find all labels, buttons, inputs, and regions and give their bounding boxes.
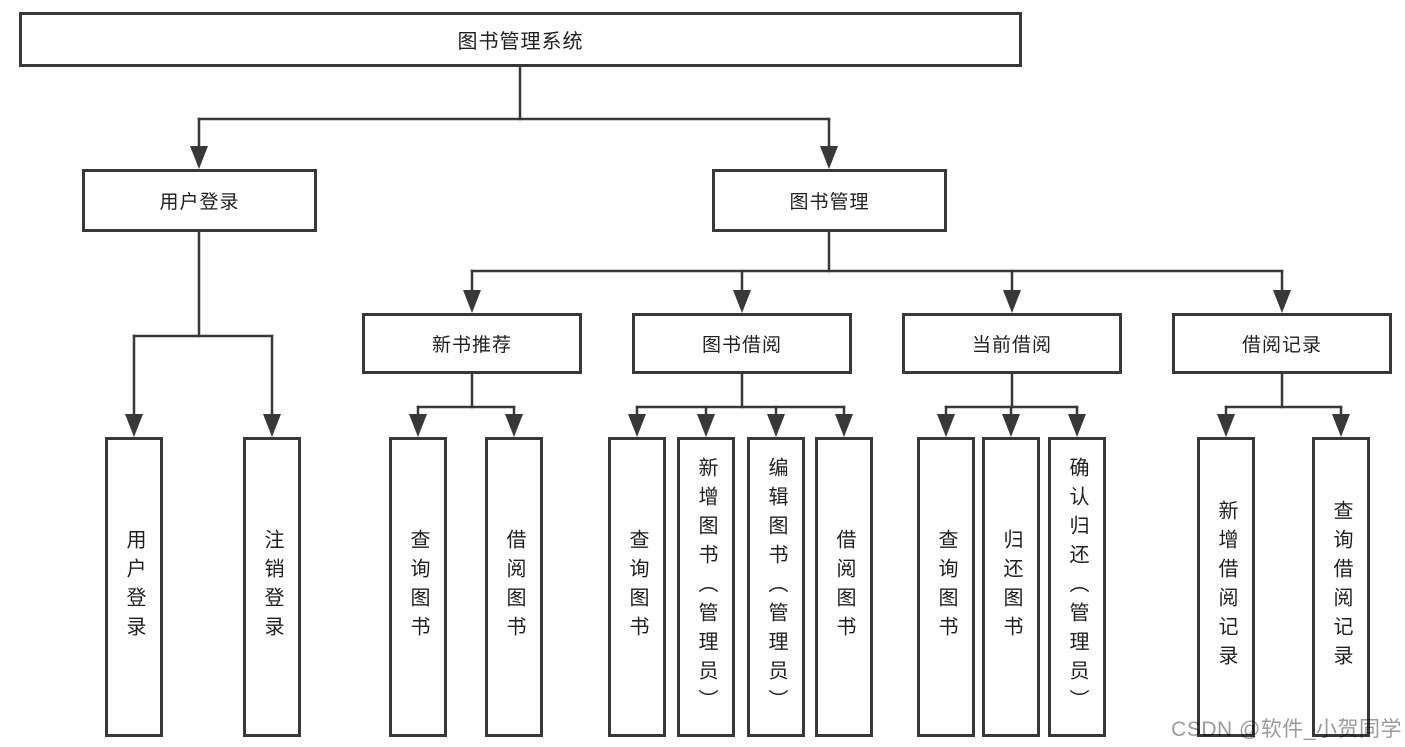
node-label: 借阅图书: [503, 529, 525, 645]
leaf-edit-books-admin: 编辑图书（管理员）: [747, 437, 805, 737]
leaf-logout: 注销登录: [243, 437, 301, 737]
leaf-confirm-return-admin: 确认归还（管理员）: [1048, 437, 1106, 737]
node-label: 查询图书: [407, 529, 429, 645]
leaf-query-books-current: 查询图书: [917, 437, 975, 737]
node-label: 图书管理系统: [457, 31, 584, 53]
leaf-query-books-borrow: 查询图书: [608, 437, 666, 737]
node-label: 查询图书: [935, 529, 957, 645]
node-label: 新书推荐: [431, 335, 512, 356]
leaf-return-books: 归还图书: [982, 437, 1040, 737]
node-user-login: 用户登录: [82, 169, 317, 232]
leaf-query-books-recommend: 查询图书: [389, 437, 447, 737]
leaf-add-borrow-record: 新增借阅记录: [1197, 437, 1255, 737]
leaf-query-borrow-record: 查询借阅记录: [1312, 437, 1370, 737]
node-label: 新增借阅记录: [1215, 500, 1237, 674]
node-label: 用户登录: [159, 192, 240, 213]
leaf-user-login: 用户登录: [105, 437, 163, 737]
node-label: 查询借阅记录: [1330, 500, 1352, 674]
node-new-book-recommend: 新书推荐: [362, 313, 582, 374]
node-label: 当前借阅: [971, 335, 1052, 356]
node-label: 查询图书: [626, 529, 648, 645]
node-label: 注销登录: [261, 529, 283, 645]
leaf-borrow-books-recommend: 借阅图书: [485, 437, 543, 737]
node-label: 确认归还（管理员）: [1066, 456, 1088, 718]
node-label: 借阅图书: [833, 529, 855, 645]
node-label: 图书借阅: [701, 335, 782, 356]
node-book-borrowing: 图书借阅: [632, 313, 852, 374]
leaf-borrow-books: 借阅图书: [815, 437, 873, 737]
node-label: 归还图书: [1000, 529, 1022, 645]
node-label: 新增图书（管理员）: [695, 456, 717, 718]
node-label: 图书管理: [789, 192, 870, 213]
node-borrow-records: 借阅记录: [1172, 313, 1392, 374]
node-label: 借阅记录: [1241, 335, 1322, 356]
node-label: 编辑图书（管理员）: [765, 456, 787, 718]
node-current-borrowing: 当前借阅: [902, 313, 1122, 374]
csdn-watermark: CSDN @软件_小贺同学: [1171, 718, 1402, 741]
node-book-management: 图书管理: [712, 169, 947, 232]
node-label: 用户登录: [123, 529, 145, 645]
leaf-add-books-admin: 新增图书（管理员）: [677, 437, 735, 737]
node-library-system: 图书管理系统: [19, 12, 1022, 67]
